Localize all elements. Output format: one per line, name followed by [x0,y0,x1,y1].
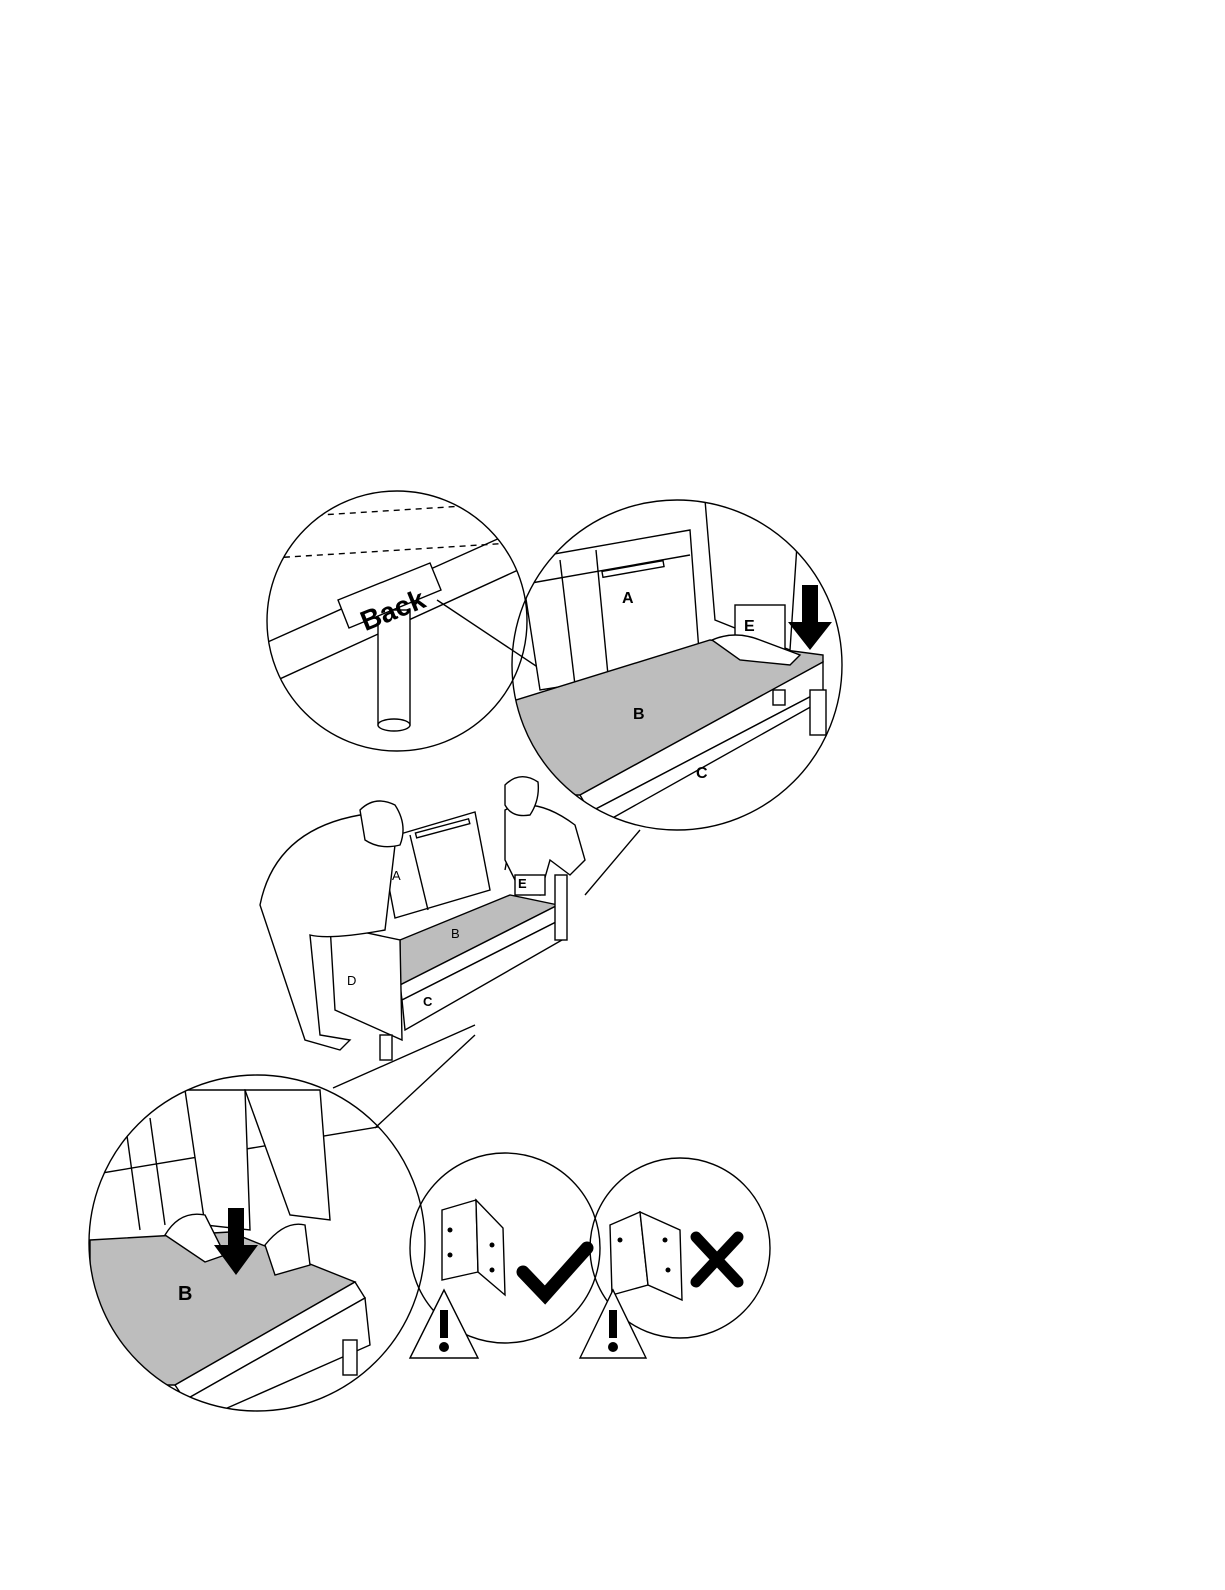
label-e: E [744,618,755,635]
incorrect-orientation-callout [580,1158,770,1358]
label-bottom-b: B [178,1283,192,1305]
warning-triangle-icon-2 [580,1290,646,1358]
label-a: A [622,590,634,607]
main-assembly-scene: A E B D C [260,777,640,1128]
checkmark-icon [523,1248,587,1295]
back-tag: Back [338,563,441,637]
cross-icon [696,1237,738,1282]
correct-orientation-callout [410,1153,600,1358]
label-c: C [696,765,708,782]
label-b: B [633,706,645,723]
bottom-detail-callout: B [89,1075,425,1420]
label-main-a: A [392,868,401,883]
label-main-e: E [518,876,527,891]
top-detail-callout: A E B C [500,500,842,830]
person-right [505,777,585,895]
label-main-b: B [451,926,460,941]
label-main-d: D [347,973,356,988]
down-arrow-icon [788,585,832,650]
label-main-c: C [423,994,433,1009]
warning-triangle-icon [410,1290,478,1358]
